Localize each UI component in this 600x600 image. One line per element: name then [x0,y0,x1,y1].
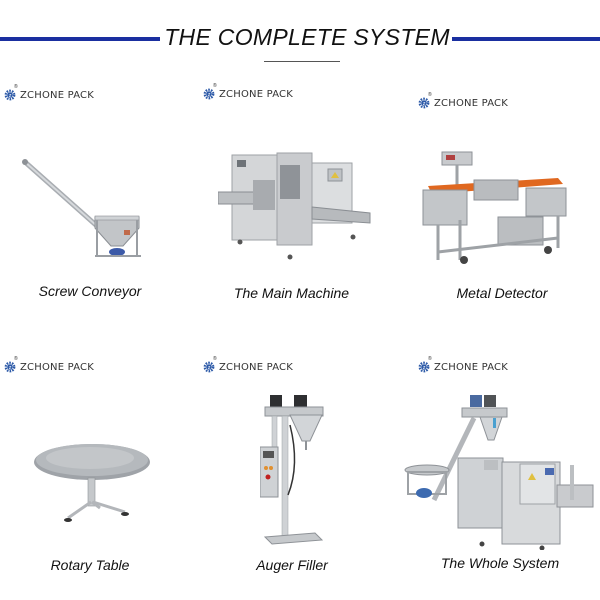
product-caption: Screw Conveyor [38,283,142,299]
brand-logo: z ® ZCHONE PACK [203,83,293,101]
auger-filler-image [260,395,324,545]
brand-name: ZCHONE PACK [20,89,94,101]
rotary-table-image [34,444,150,522]
header-line-left [0,37,160,41]
svg-text:z: z [208,365,211,371]
metal-detector-image [422,151,567,264]
registered-mark: ® [213,356,217,362]
registered-mark: ® [14,356,18,362]
svg-text:z: z [423,101,426,107]
brand-name: ZCHONE PACK [434,97,508,109]
brand-logo: z ® ZCHONE PACK [418,92,508,110]
product-caption: The Whole System [440,555,560,571]
brand-logo: z ® ZCHONE PACK [4,356,94,374]
gear-icon: z [4,89,16,101]
header-line-right [452,37,600,41]
brand-name: ZCHONE PACK [434,361,508,373]
registered-mark: ® [213,83,217,89]
svg-text:z: z [9,365,12,371]
registered-mark: ® [428,356,432,362]
svg-text:z: z [9,93,12,99]
brand-logo: z ® ZCHONE PACK [4,84,94,102]
brand-logo: z ® ZCHONE PACK [418,356,508,374]
gear-icon: z [4,361,16,373]
product-caption: The Main Machine [233,285,350,301]
page-title: THE COMPLETE SYSTEM [164,24,450,50]
gear-icon: z [203,361,215,373]
product-caption: Metal Detector [456,285,548,301]
brand-logo: z ® ZCHONE PACK [203,356,293,374]
registered-mark: ® [428,92,432,98]
screw-conveyor-image [22,159,141,257]
whole-system-image [404,395,594,550]
gear-icon: z [418,97,430,109]
product-caption: Auger Filler [256,557,328,573]
brand-name: ZCHONE PACK [20,361,94,373]
gear-icon: z [203,88,215,100]
svg-text:z: z [208,92,211,98]
gear-icon: z [418,361,430,373]
brand-name: ZCHONE PACK [219,88,293,100]
svg-text:z: z [423,365,426,371]
title-underline [264,61,340,62]
registered-mark: ® [14,84,18,90]
brand-name: ZCHONE PACK [219,361,293,373]
main-machine-image [218,152,371,260]
product-caption: Rotary Table [50,557,130,573]
